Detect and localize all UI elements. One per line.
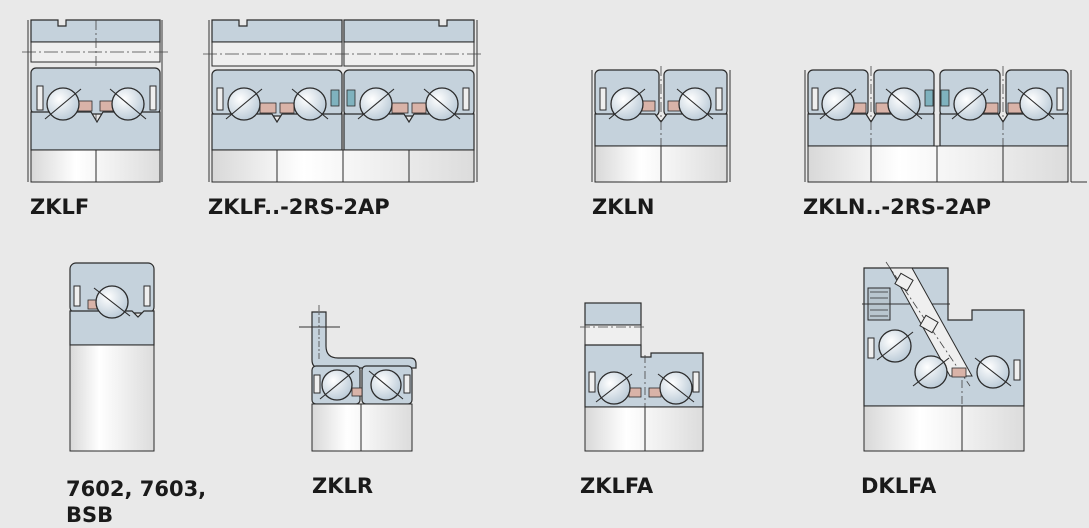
diagram-7602-7603-bsb [69,262,155,452]
diagram-zkln-2rs-2ap [804,66,1087,183]
diagram-zklf [22,19,168,183]
label-zkln-2rs-2ap: ZKLN..-2RS-2AP [803,195,992,219]
label-zklf: ZKLF [30,195,90,219]
label-zklf-2rs-2ap: ZKLF..-2RS-2AP [208,195,390,219]
diagram-zklr [299,305,417,452]
label-zklfa: ZKLFA [580,474,654,498]
diagram-dklfa [862,261,1025,452]
diagram-zkln [591,66,731,183]
label-dklfa: DKLFA [861,474,937,498]
diagram-zklf-2rs-2ap [203,19,483,183]
label-zkln: ZKLN [592,195,655,219]
label-7602-7603-bsb: 7602, 7603, BSB [66,477,207,527]
diagram-zklfa [580,302,704,452]
label-zklr: ZKLR [312,474,374,498]
